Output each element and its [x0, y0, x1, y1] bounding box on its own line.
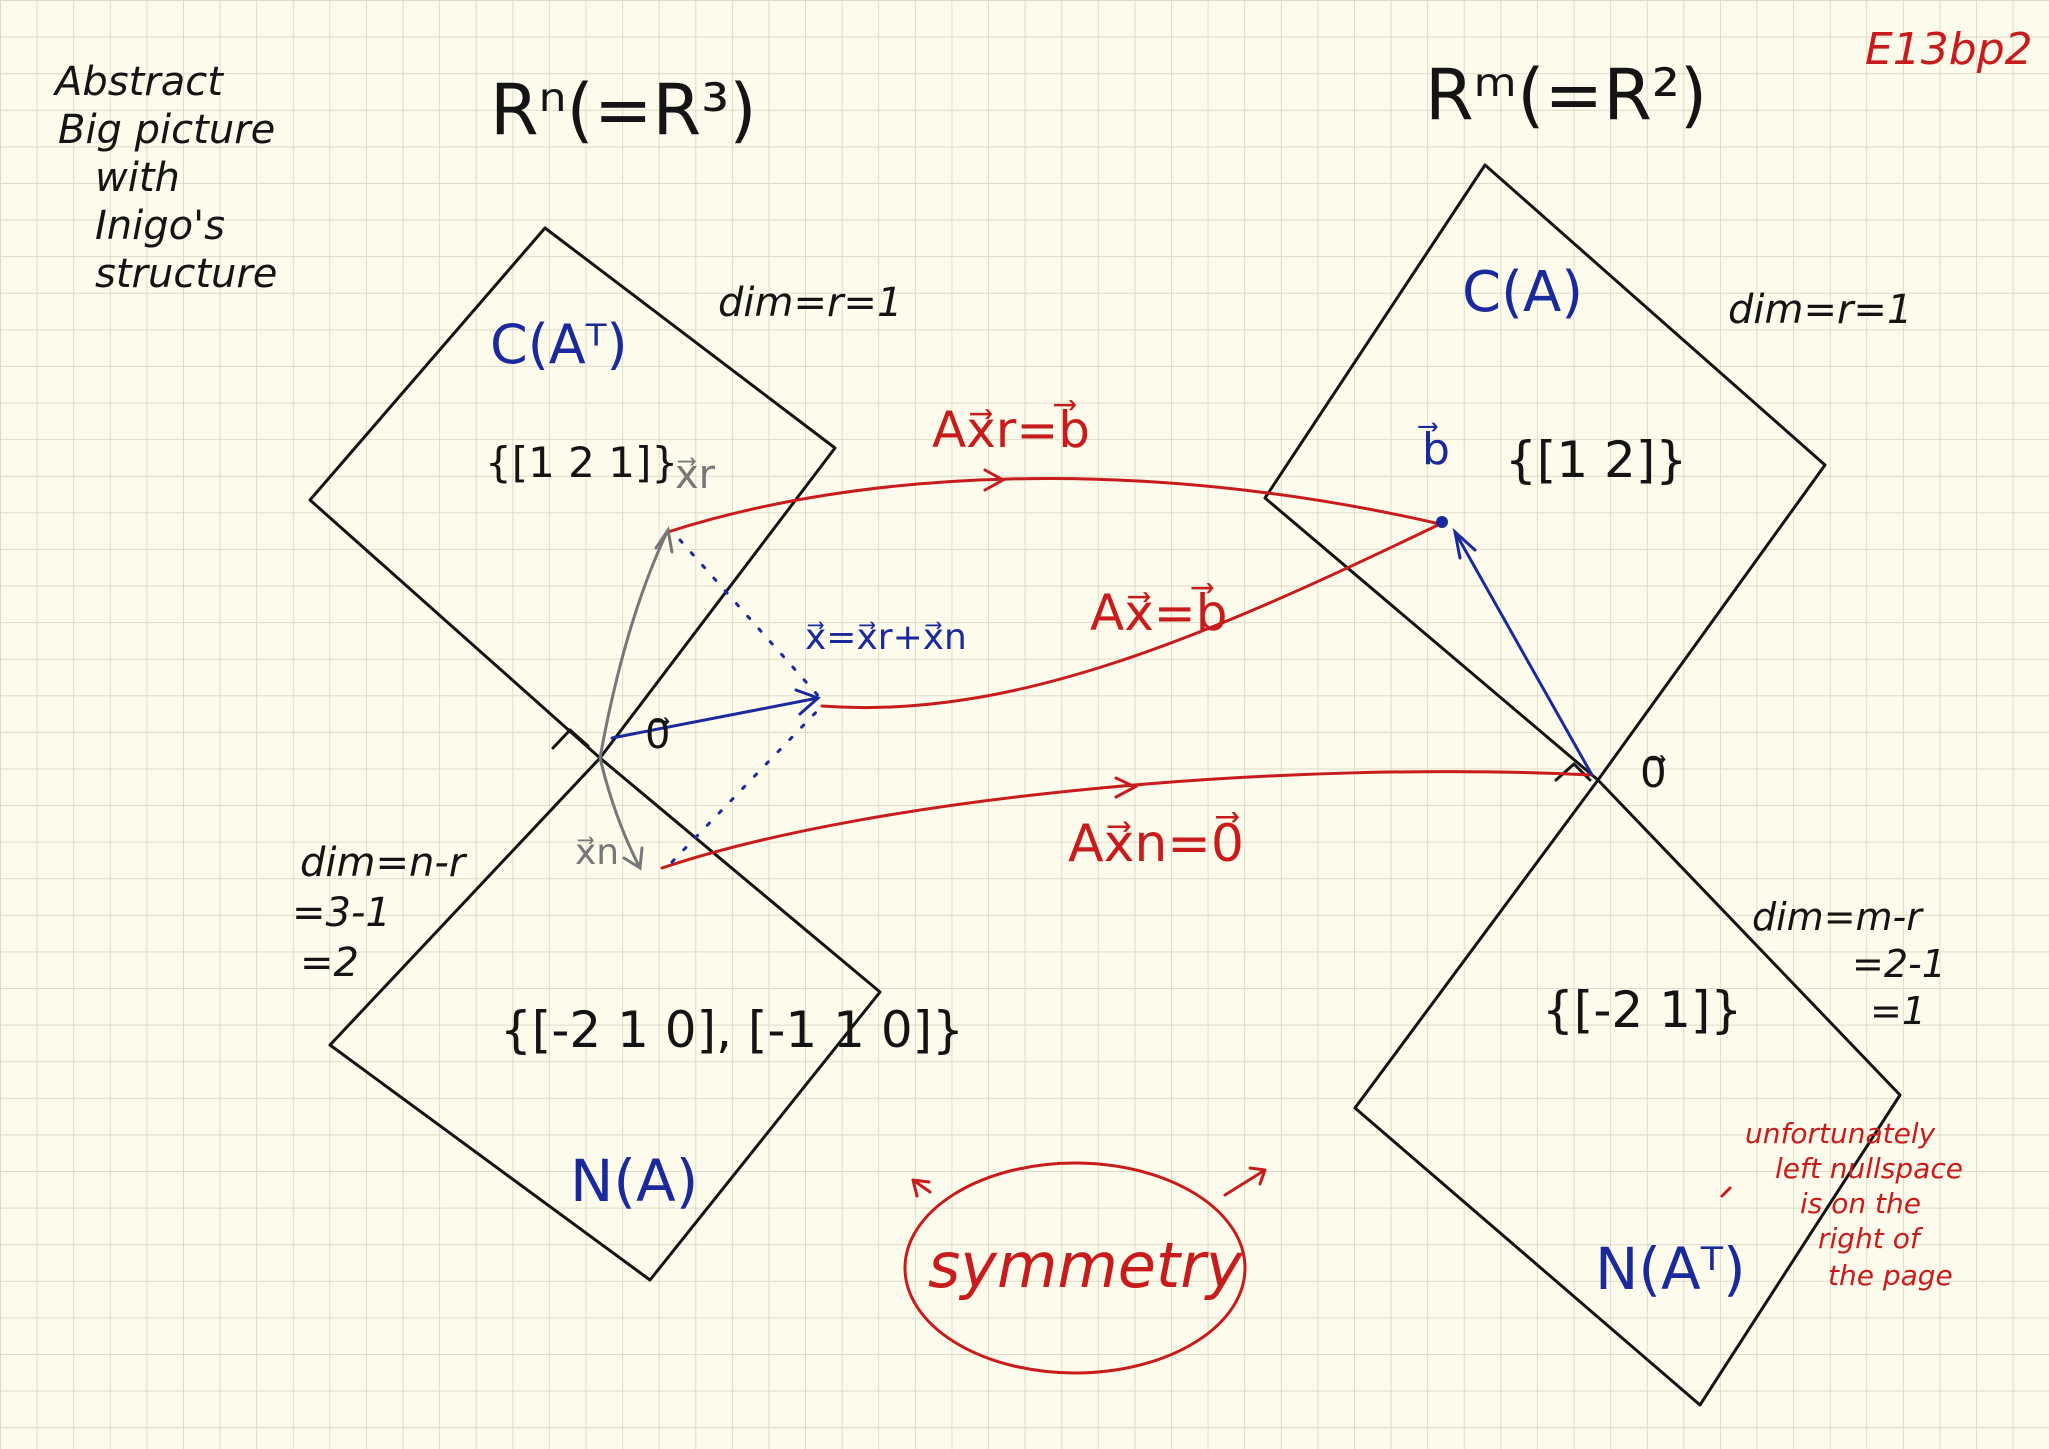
left-null-space-dim-3: =1	[1870, 989, 1927, 1033]
left-null-space-diamond	[1353, 778, 1902, 1407]
projection-dots-row	[678, 538, 824, 702]
projection-dots-null	[670, 704, 824, 864]
note-line-3: with	[95, 155, 180, 201]
note-line-5: structure	[95, 251, 278, 297]
note-line-1: Abstract	[55, 59, 223, 105]
x-r-label: x⃗r	[675, 452, 716, 498]
null-space-label: N(A)	[570, 1147, 699, 1215]
left-null-space-label: N(Aᵀ)	[1595, 1235, 1746, 1303]
row-space-dim: dim=r=1	[718, 280, 903, 326]
null-space-basis: {[-2 1 0], [-1 1 0]}	[500, 1001, 964, 1059]
note-text-3: is on the	[1800, 1187, 1921, 1220]
x-arrowhead	[794, 688, 821, 716]
left-space-header: Rⁿ(=R³)	[490, 69, 757, 151]
null-map-curve	[660, 770, 1594, 870]
row-map-arrowhead	[983, 468, 1007, 492]
null-space-dim-2: =3-1	[292, 890, 391, 936]
b-point	[1436, 516, 1448, 528]
note-line-4: Inigo's	[95, 203, 225, 249]
left-null-space-dim-1: dim=m-r	[1752, 895, 1922, 939]
column-space-basis: {[1 2]}	[1505, 431, 1688, 489]
b-arrowhead	[1452, 527, 1477, 560]
right-origin-label: 0⃗	[1640, 748, 1667, 797]
right-space-header: Rᵐ(=R²)	[1425, 54, 1708, 136]
null-space-diamond	[328, 756, 882, 1282]
null-space-dim-3: =2	[300, 940, 359, 986]
full-map-label: Ax⃗=b⃗	[1090, 584, 1228, 642]
symmetry-arrow-left	[911, 1178, 932, 1198]
x-vector	[610, 696, 820, 740]
note-text-2: left nullspace	[1775, 1152, 1963, 1185]
note-text-4: right of	[1818, 1222, 1920, 1255]
note-text-1: unfortunately	[1745, 1117, 1936, 1150]
right-angle-left	[551, 728, 590, 750]
note-line-2: Big picture	[58, 107, 276, 153]
x-n-arrowhead	[622, 846, 644, 871]
null-map-label: Ax⃗n=0⃗	[1068, 814, 1244, 874]
symmetry-arrow-right	[1223, 1166, 1267, 1197]
left-null-space-basis: {[-2 1]}	[1542, 981, 1743, 1039]
full-map-curve	[820, 522, 1442, 710]
column-space-dim: dim=r=1	[1728, 287, 1913, 333]
column-space-label: C(A)	[1462, 260, 1584, 325]
x-decomposition-label: x⃗=x⃗r+x⃗n	[805, 617, 967, 658]
right-angle-right	[1554, 762, 1592, 782]
note-text-5: the page	[1828, 1259, 1953, 1292]
b-vector	[1453, 530, 1594, 777]
null-space-dim-1: dim=n-r	[300, 840, 466, 886]
symmetry-label: symmetry	[928, 1229, 1243, 1302]
null-map-arrowhead	[1114, 776, 1139, 799]
page-tag: E13bp2	[1865, 24, 2033, 75]
row-space-basis: {[1 2 1]}	[485, 438, 679, 487]
left-null-space-dim-2: =2-1	[1852, 942, 1946, 986]
left-origin-label: 0⃗	[645, 712, 671, 758]
row-space-label: C(Aᵀ)	[490, 313, 628, 376]
x-r-vector	[598, 528, 670, 760]
row-map-curve	[666, 477, 1442, 534]
symmetry-circle	[903, 1161, 1247, 1375]
x-n-label: x⃗n	[575, 832, 620, 873]
b-label: b⃗	[1422, 424, 1450, 475]
x-n-vector	[598, 756, 642, 870]
row-map-label: Ax⃗r=b⃗	[932, 401, 1090, 459]
note-arrow	[1720, 1186, 1732, 1198]
x-r-arrowhead	[654, 526, 674, 554]
